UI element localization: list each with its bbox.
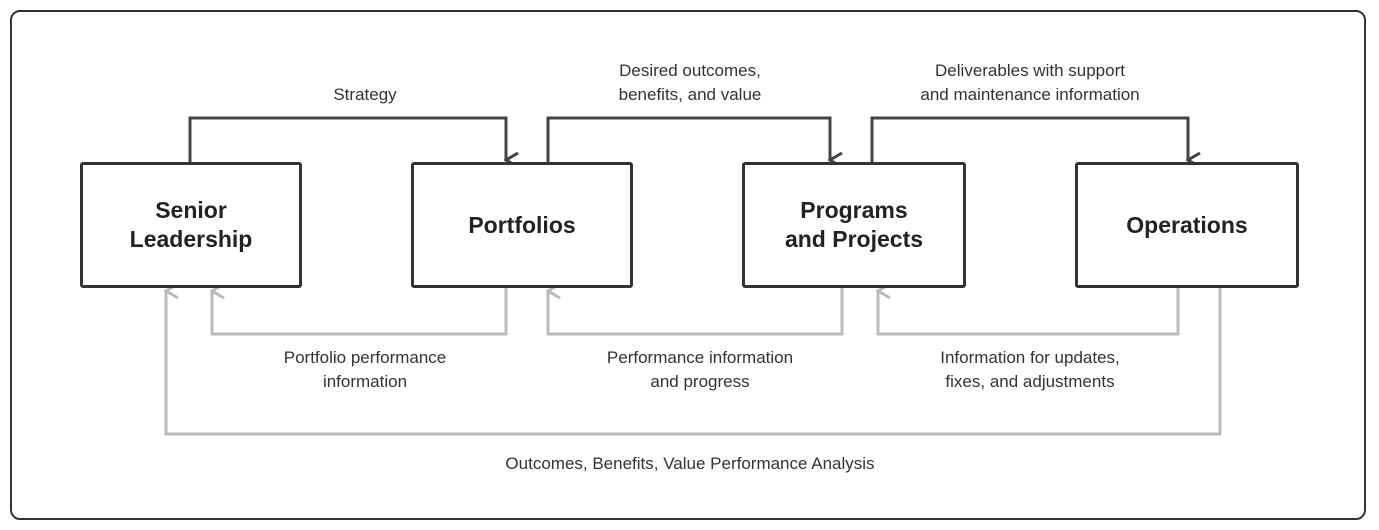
portfolios-label: Portfolios [468, 211, 576, 238]
portfolios-box: Portfolios [411, 162, 633, 288]
operations-box: Operations [1075, 162, 1299, 288]
desired-outcomes-label: Desired outcomes, benefits, and value [618, 61, 762, 104]
performance-progress-arrow [548, 288, 844, 336]
performance-progress-label: Performance information and progress [606, 348, 794, 391]
portfolio-performance-arrow [212, 288, 508, 336]
programs-projects-box: Programs and Projects [742, 162, 966, 288]
senior-leadership-box: Senior Leadership [80, 162, 302, 288]
deliverables-label: Deliverables with support and maintenanc… [920, 61, 1140, 104]
strategy-label: Strategy [333, 85, 397, 104]
operations-label: Operations [1126, 211, 1248, 238]
updates-fixes-arrow [878, 288, 1180, 336]
desired-outcomes-arrow [546, 116, 830, 162]
programs-projects-label: Programs and Projects [784, 197, 924, 252]
deliverables-arrow [870, 116, 1188, 162]
updates-fixes-label: Information for updates, fixes, and adju… [940, 348, 1120, 391]
portfolio-performance-label: Portfolio performance information [283, 348, 447, 391]
senior-leadership-label: Senior Leadership [129, 197, 253, 252]
strategy-arrow [188, 116, 506, 162]
outcomes-analysis-arrow [166, 288, 1222, 436]
outcomes-analysis-label: Outcomes, Benefits, Value Performance An… [505, 454, 875, 473]
